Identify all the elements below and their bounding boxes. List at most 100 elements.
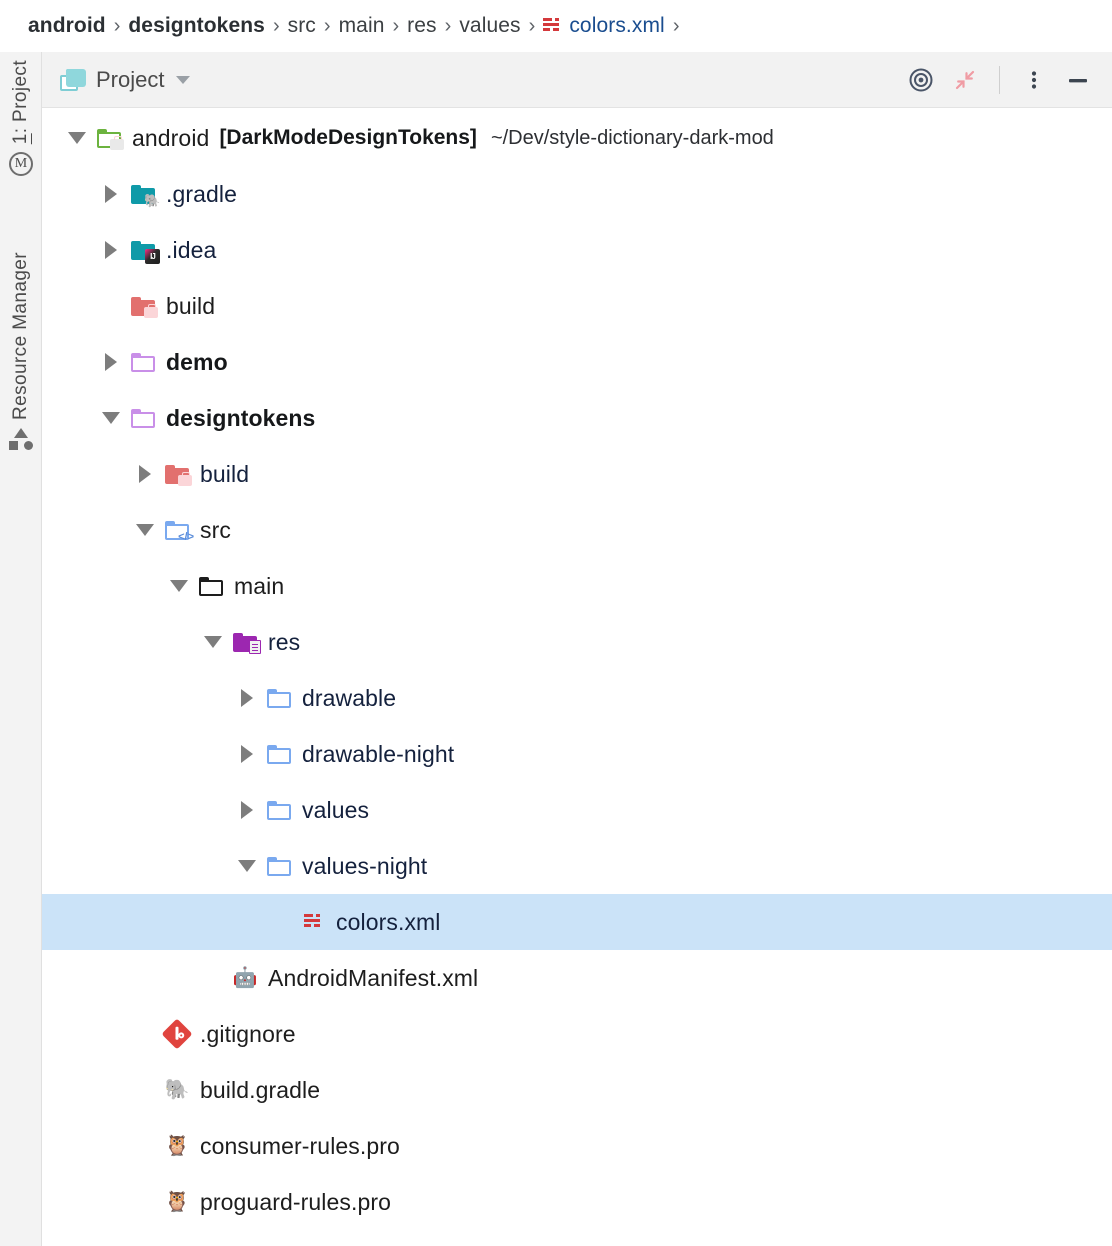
- breadcrumb-separator: ›: [113, 14, 121, 37]
- breadcrumb-item-main[interactable]: main: [338, 14, 385, 37]
- tree-row-build[interactable]: build: [42, 446, 1112, 502]
- tool-window-tab-resource-manager[interactable]: Resource Manager: [0, 252, 42, 450]
- tree-row-label: demo: [166, 348, 228, 375]
- folder-body: [165, 523, 189, 540]
- tree-row-icon: [230, 632, 261, 654]
- folder-tab: [267, 856, 277, 862]
- breadcrumb-separator: ›: [392, 14, 400, 37]
- breadcrumb-item-android[interactable]: android: [28, 14, 106, 37]
- tree-row-values-night[interactable]: values-night: [42, 838, 1112, 894]
- tree-row-androidmanifest-xml[interactable]: 🤖AndroidManifest.xml: [42, 950, 1112, 1006]
- folder-tab: [267, 688, 277, 694]
- expand-arrow-right-icon[interactable]: [230, 689, 264, 707]
- tree-row-icon: IJ: [128, 240, 160, 264]
- git-icon: [161, 1018, 193, 1050]
- twisty-triangle: [170, 580, 188, 592]
- tree-row-proguard-rules-pro[interactable]: 🦉proguard-rules.pro: [42, 1174, 1112, 1230]
- folder-tab: [165, 520, 175, 526]
- twisty-triangle: [139, 465, 151, 483]
- tree-row-label: drawable-night: [302, 740, 455, 767]
- expand-arrow-right-icon[interactable]: [128, 465, 162, 483]
- breadcrumb-item-res[interactable]: res: [407, 14, 437, 37]
- tree-row-icon: [264, 800, 294, 820]
- tree-row-res[interactable]: res: [42, 614, 1112, 670]
- expand-arrow-down-icon[interactable]: [60, 132, 94, 144]
- tree-row-icon: 🐘: [128, 184, 160, 207]
- expand-arrow-right-icon[interactable]: [94, 185, 128, 203]
- breadcrumb-item-designtokens[interactable]: designtokens: [128, 14, 265, 37]
- project-tree[interactable]: android [DarkModeDesignTokens] ~/Dev/style…: [42, 108, 1112, 1246]
- tree-row-module-name: [DarkModeDesignTokens]: [219, 126, 477, 149]
- tool-window-tab-project[interactable]: 1: Project M: [0, 60, 42, 177]
- tree-row--gitignore[interactable]: .gitignore: [42, 1006, 1112, 1062]
- expand-arrow-down-icon[interactable]: [162, 580, 196, 592]
- expand-arrow-right-icon[interactable]: [230, 801, 264, 819]
- tree-row-designtokens[interactable]: designtokens: [42, 390, 1112, 446]
- stacked-folder-icon: [60, 68, 86, 91]
- expand-arrow-down-icon[interactable]: [196, 636, 230, 648]
- tree-row-main[interactable]: main: [42, 558, 1112, 614]
- collapse-all-icon[interactable]: [945, 60, 985, 100]
- folder-tab: [199, 576, 209, 582]
- twisty-triangle: [136, 524, 154, 536]
- tree-row-colors-xml[interactable]: colors.xml: [42, 894, 1112, 950]
- twisty-triangle: [241, 745, 253, 763]
- tree-row-label: android: [132, 124, 210, 151]
- tree-row-label: AndroidManifest.xml: [268, 964, 479, 991]
- folder-tab: [267, 800, 277, 806]
- project-panel-title-group[interactable]: Project: [60, 67, 191, 93]
- project-tool-window: Project: [42, 52, 1112, 1246]
- xml-bar: [555, 17, 560, 21]
- breadcrumb-item-src[interactable]: src: [287, 14, 316, 37]
- more-options-icon[interactable]: [1014, 60, 1054, 100]
- expand-arrow-right-icon[interactable]: [230, 745, 264, 763]
- xml-bar: [303, 923, 311, 927]
- chevron-down-icon[interactable]: [176, 75, 191, 84]
- tree-row-android[interactable]: android [DarkModeDesignTokens] ~/Dev/style…: [42, 110, 1112, 166]
- square-shape: [9, 440, 18, 450]
- xml-bar: [553, 27, 560, 31]
- tree-row-drawable-night[interactable]: drawable-night: [42, 726, 1112, 782]
- folder-body: [131, 187, 155, 204]
- shapes-icon: [9, 427, 33, 450]
- gradle-folder-icon: 🐘: [131, 184, 160, 207]
- tree-row-path: ~/Dev/style-dictionary-dark-mod: [490, 126, 774, 149]
- toolbar-divider: [999, 65, 1000, 94]
- tree-row-build-gradle[interactable]: 🐘build.gradle: [42, 1062, 1112, 1118]
- breadcrumb[interactable]: android›designtokens›src›main›res›values…: [0, 0, 1112, 52]
- expand-arrow-down-icon[interactable]: [94, 412, 128, 424]
- build-folder-icon: [131, 296, 158, 318]
- select-opened-file-icon[interactable]: [901, 60, 941, 100]
- xml-bar: [313, 923, 320, 927]
- tool-window-tab-resource-manager-label: Resource Manager: [10, 252, 31, 420]
- build-suitcase-badge: [178, 471, 192, 486]
- twisty-triangle: [105, 185, 117, 203]
- hide-panel-icon[interactable]: [1058, 60, 1098, 100]
- tree-row--idea[interactable]: IJ.idea: [42, 222, 1112, 278]
- tree-row-consumer-rules-pro[interactable]: 🦉consumer-rules.pro: [42, 1118, 1112, 1174]
- breadcrumb-item-values[interactable]: values: [459, 14, 521, 37]
- intellij-badge: IJ: [145, 248, 160, 264]
- folder-icon: [267, 744, 291, 764]
- tree-row-icon: [264, 744, 294, 764]
- gradle-elephant-badge: 🐘: [144, 192, 161, 208]
- expand-arrow-down-icon[interactable]: [128, 524, 162, 536]
- main-area: 1: Project M Resource Manager Project: [0, 52, 1112, 1246]
- expand-arrow-down-icon[interactable]: [230, 860, 264, 872]
- gradle-file-icon: 🐘: [164, 1079, 190, 1101]
- build-suitcase-badge: [144, 303, 158, 318]
- tree-row-label: proguard-rules.pro: [200, 1188, 392, 1215]
- tree-row--gradle[interactable]: 🐘.gradle: [42, 166, 1112, 222]
- expand-arrow-right-icon[interactable]: [94, 241, 128, 259]
- tree-row-build[interactable]: build: [42, 278, 1112, 334]
- breadcrumb-item-colors-xml[interactable]: colors.xml: [569, 14, 665, 37]
- breadcrumb-separator: ›: [323, 14, 331, 37]
- tree-row-values[interactable]: values: [42, 782, 1112, 838]
- expand-arrow-right-icon[interactable]: [94, 353, 128, 371]
- twisty-triangle: [241, 801, 253, 819]
- tree-row-drawable[interactable]: drawable: [42, 670, 1112, 726]
- tree-row-src[interactable]: </>src: [42, 502, 1112, 558]
- tree-row-demo[interactable]: demo: [42, 334, 1112, 390]
- folder-tab: [66, 68, 74, 73]
- tree-row-label: src: [200, 516, 231, 543]
